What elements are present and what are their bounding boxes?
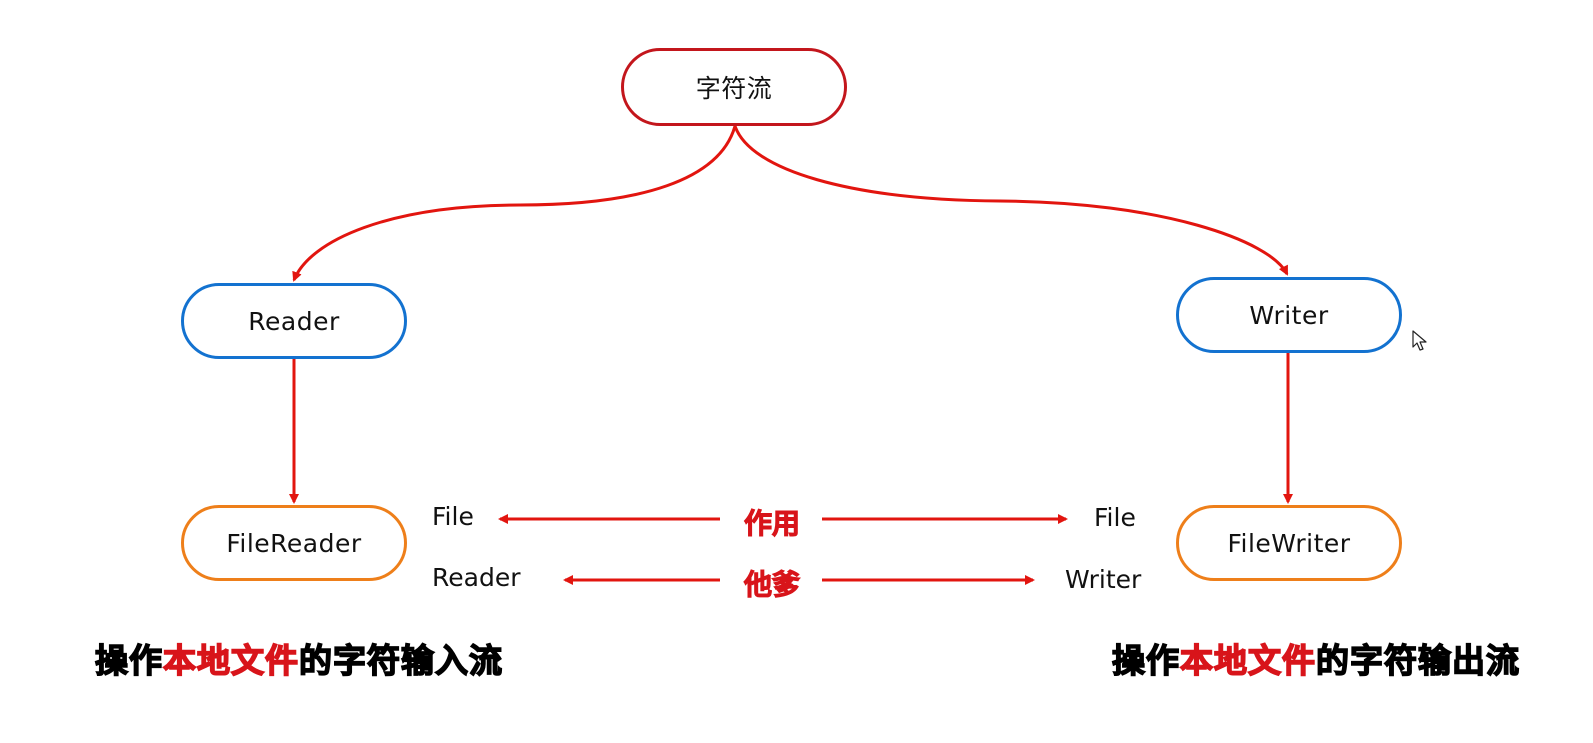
caption-left: 操作本地文件的字符输入流 — [94, 634, 503, 682]
caption-right-suffix: 的字符输出流 — [1315, 640, 1520, 681]
node-character-stream-label: 字符流 — [695, 74, 773, 103]
mouse-pointer-icon — [1412, 330, 1427, 351]
split-label-left-top: File — [432, 502, 474, 531]
node-filereader-label: FileReader — [226, 528, 362, 558]
caption-left-highlight: 本地文件 — [162, 640, 299, 681]
node-filewriter: FileWriter — [1176, 505, 1402, 581]
node-writer: Writer — [1176, 277, 1402, 353]
caption-right-prefix: 操作 — [1111, 640, 1180, 681]
node-writer-label: Writer — [1249, 300, 1329, 330]
center-label-parent: 他爹 — [743, 568, 801, 602]
edge-root-to-reader — [292, 125, 737, 282]
split-label-left-bottom: Reader — [432, 563, 521, 592]
split-label-right-bottom: Writer — [1065, 565, 1142, 594]
caption-right: 操作本地文件的字符输出流 — [1111, 634, 1520, 682]
caption-left-prefix: 操作 — [94, 640, 163, 681]
node-character-stream: 字符流 — [621, 48, 847, 126]
node-reader: Reader — [181, 283, 407, 359]
edge-root-to-writer — [733, 125, 1289, 276]
caption-left-suffix: 的字符输入流 — [298, 640, 503, 681]
node-filewriter-label: FileWriter — [1227, 528, 1351, 558]
split-label-right-top: File — [1094, 503, 1136, 532]
center-label-purpose: 作用 — [743, 507, 801, 541]
node-filereader: FileReader — [181, 505, 407, 581]
node-reader-label: Reader — [248, 306, 340, 336]
caption-right-highlight: 本地文件 — [1179, 640, 1316, 681]
